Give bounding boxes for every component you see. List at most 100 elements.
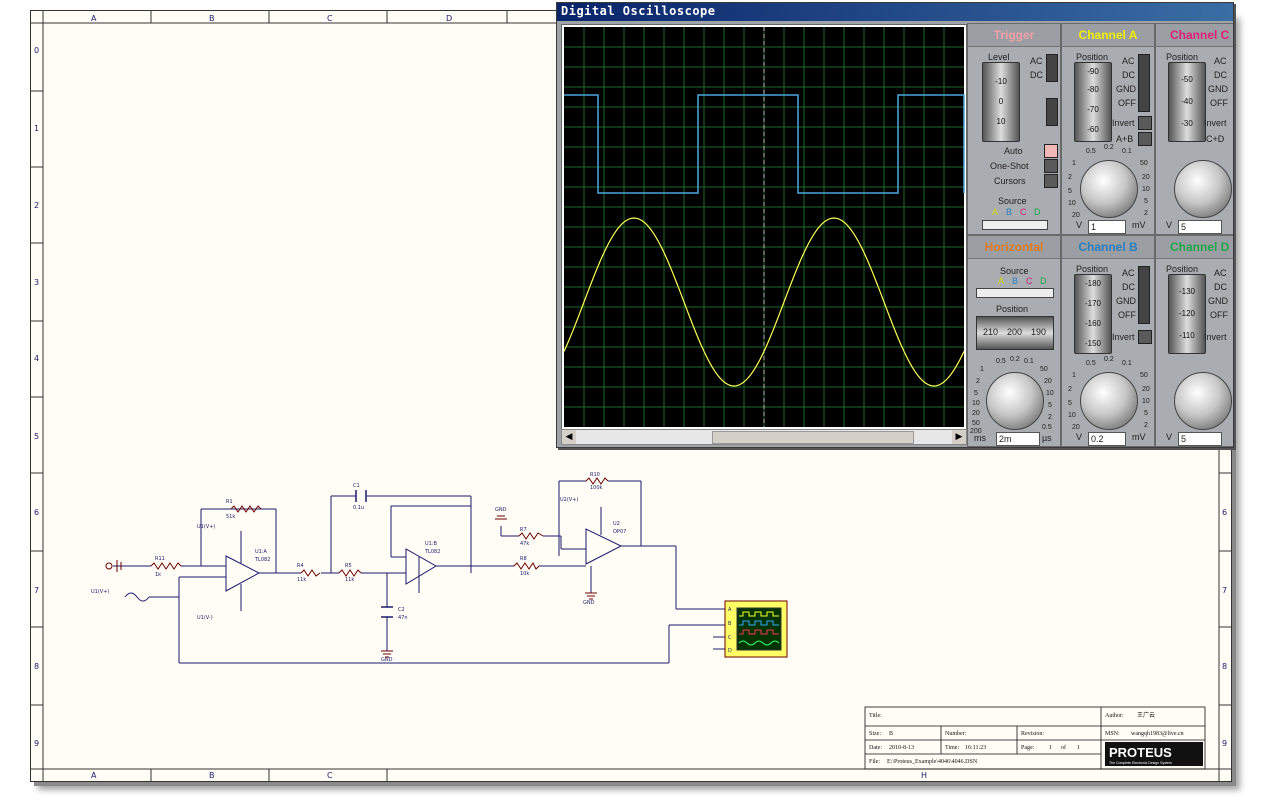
channel-c-position-scale[interactable]: -50 -40 -30: [1168, 62, 1206, 142]
trigger-edge-switch[interactable]: [1046, 98, 1058, 126]
horizontal-position-scale[interactable]: 210 200 190: [976, 316, 1054, 350]
channel-a-coupling-switch[interactable]: [1138, 54, 1150, 112]
trigger-coupling-switch[interactable]: [1046, 54, 1058, 82]
screen-scrollbar[interactable]: ◀ ▶: [561, 429, 967, 445]
r11-value: 1k: [155, 572, 161, 578]
h-dial-20r: 20: [1044, 378, 1052, 385]
chb-scale-4: -150: [1084, 339, 1101, 348]
channel-c-volts-knob[interactable]: [1174, 160, 1232, 218]
cha-dial-50: 50: [1140, 160, 1148, 167]
tb-mail-label: MSN:: [1105, 731, 1120, 737]
trigger-source-slider[interactable]: [982, 220, 1048, 230]
opamp-u1a[interactable]: [225, 531, 261, 611]
chd-dc: DC: [1214, 282, 1227, 292]
u1a-vminus: U1(V-): [197, 615, 213, 621]
channel-b-volts-knob[interactable]: [1080, 372, 1138, 430]
channel-b-invert-button[interactable]: [1138, 330, 1152, 344]
trigger-cursors-button[interactable]: [1044, 174, 1058, 188]
chd-gnd: GND: [1208, 296, 1228, 306]
tb-time: 16:11:23: [965, 745, 986, 751]
scope-instrument-symbol[interactable]: A B C D: [724, 600, 788, 658]
r10-value: 100k: [590, 485, 603, 491]
scroll-right-arrow-icon[interactable]: ▶: [952, 430, 966, 444]
cha-dial-20r: 20: [1142, 174, 1150, 181]
channel-b-volts-field[interactable]: 0.2: [1088, 432, 1126, 446]
row-label-0: 0: [34, 46, 39, 55]
h-dial-05r: 0.5: [1042, 424, 1052, 431]
gnd-label-1: GND: [381, 657, 393, 663]
chc-invert: Invert: [1204, 118, 1227, 128]
channel-b-position-scale[interactable]: -180 -170 -160 -150: [1074, 274, 1112, 354]
scope-pin-c: C: [728, 635, 732, 641]
chb-dial-10r: 10: [1142, 398, 1150, 405]
trigger-auto-button[interactable]: [1044, 144, 1058, 158]
oscilloscope-titlebar[interactable]: Digital Oscilloscope: [557, 3, 1233, 21]
scroll-left-arrow-icon[interactable]: ◀: [562, 430, 576, 444]
cha-scale-4: -60: [1087, 125, 1099, 134]
channel-a-invert-button[interactable]: [1138, 116, 1152, 130]
trace-a-sine-wave: [563, 217, 965, 387]
scope-pin-d: D: [728, 648, 732, 654]
channel-d-position-scale[interactable]: -130 -120 -110: [1168, 274, 1206, 354]
cha-dial-10: 10: [1068, 200, 1076, 207]
chb-off: OFF: [1118, 310, 1136, 320]
cha-dial-5r: 5: [1144, 198, 1148, 205]
opamp-u2[interactable]: [585, 507, 623, 565]
tb-author: 王广云: [1137, 711, 1155, 719]
trigger-cursors-label: Cursors: [994, 176, 1026, 186]
u1a-label: U1:A: [255, 549, 268, 555]
horizontal-panel: Horizontal Source A B C D Position 210 2…: [967, 235, 1061, 447]
title-block: [864, 706, 1206, 770]
chb-ac: AC: [1122, 268, 1135, 278]
channel-a-sum-button[interactable]: [1138, 132, 1152, 146]
cha-scale-1: -90: [1087, 67, 1099, 76]
title-block-text: Title: Author: 王广云 Size: B Number: Revis…: [869, 711, 1184, 765]
channel-a-header: Channel A: [1062, 24, 1154, 47]
chc-unit-left: V: [1166, 220, 1173, 230]
right-row-6: 6: [1222, 508, 1227, 517]
u2-vplus: U2(V+): [560, 497, 578, 503]
channel-a-position-scale[interactable]: -90 -80 -70 -60: [1074, 62, 1112, 142]
tb-date: 2010-8-13: [889, 745, 914, 751]
battery-symbol: [105, 560, 122, 572]
cha-sum-label: A+B: [1116, 134, 1134, 144]
trigger-level-scale[interactable]: -10 0 10: [982, 62, 1020, 142]
channel-d-volts-field[interactable]: 5: [1178, 432, 1222, 446]
channel-a-volts-field[interactable]: 1: [1088, 220, 1126, 234]
horizontal-time-knob[interactable]: [986, 372, 1044, 430]
channel-b-coupling-switch[interactable]: [1138, 266, 1150, 324]
ground-symbols: [381, 515, 597, 658]
c1-value: 0.1u: [353, 505, 364, 511]
u1a-vplus: U1(V+): [197, 524, 215, 530]
chd-off: OFF: [1210, 310, 1228, 320]
channel-c-volts-field[interactable]: 5: [1178, 220, 1222, 234]
cha-dial-20: 20: [1072, 212, 1080, 219]
u1a-type: TL082: [254, 557, 270, 563]
horizontal-time-field[interactable]: 2m: [996, 432, 1040, 446]
proteus-logo-text: PROTEUS: [1109, 745, 1172, 760]
chd-scale-2: -120: [1178, 309, 1195, 318]
cha-scale-3: -70: [1087, 105, 1099, 114]
scroll-thumb[interactable]: [712, 431, 914, 444]
trigger-level-label: Level: [988, 52, 1010, 62]
horizontal-source-slider[interactable]: [976, 288, 1054, 298]
channel-c-header: Channel C: [1156, 24, 1233, 47]
cha-unit-right: mV: [1132, 220, 1146, 230]
channel-d-position-label: Position: [1166, 264, 1199, 274]
col-label-c: C: [327, 14, 333, 23]
channel-d-volts-knob[interactable]: [1174, 372, 1232, 430]
h-dial-2: 2: [976, 378, 980, 385]
r8-label: R8: [520, 556, 527, 562]
cha-dial-10r: 10: [1142, 186, 1150, 193]
chd-scale-3: -110: [1179, 331, 1195, 340]
opamp-u1b[interactable]: [405, 548, 437, 593]
scope-display: [563, 27, 965, 427]
oscilloscope-screen[interactable]: [561, 24, 967, 430]
oscilloscope-window[interactable]: Digital Oscilloscope ◀ ▶ Trigger Level -…: [556, 2, 1234, 448]
tb-page-label: Page:: [1021, 745, 1035, 751]
channel-a-volts-knob[interactable]: [1080, 160, 1138, 218]
trace-b-square-wave: [564, 94, 965, 194]
trigger-oneshot-button[interactable]: [1044, 159, 1058, 173]
chb-scale-3: -160: [1084, 319, 1101, 328]
channel-c-panel: Channel C Position -50 -40 -30 AC DC GND…: [1155, 23, 1233, 235]
